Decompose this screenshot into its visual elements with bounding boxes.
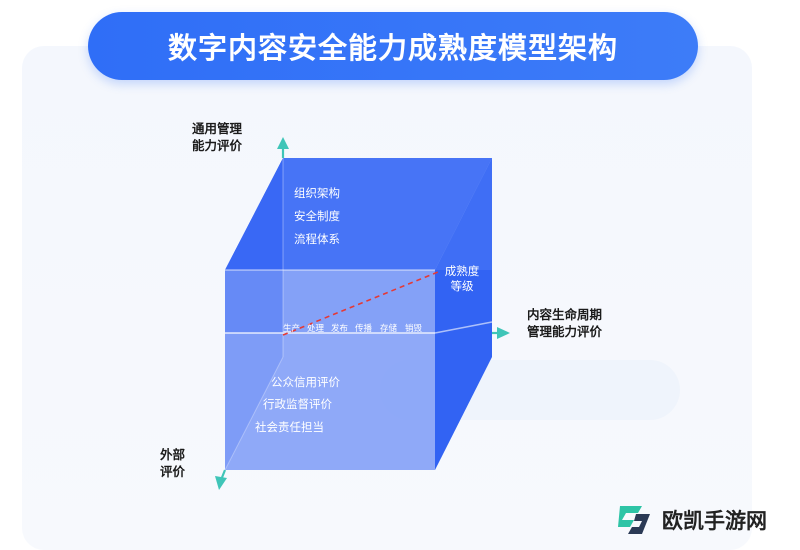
lifecycle-stage: 发布	[331, 324, 349, 334]
lifecycle-stage: 销毁	[405, 324, 423, 334]
lifecycle-stage: 生产	[283, 324, 301, 334]
back-bottom-edge	[224, 356, 284, 471]
external-axis-label-line2: 评价	[160, 464, 186, 479]
external-item: 公众信用评价	[271, 375, 340, 389]
external-item: 行政监督评价	[263, 397, 332, 411]
cube-back-panel	[283, 158, 492, 270]
vertical-axis-label: 通用管理 能力评价	[192, 120, 242, 154]
lifecycle-stage: 存储	[380, 324, 398, 334]
general-item: 流程体系	[294, 232, 340, 246]
watermark-logo-icon	[618, 506, 650, 534]
vertical-axis-label-line1: 通用管理	[192, 121, 243, 136]
general-item: 组织架构	[294, 186, 340, 200]
external-axis-label: 外部 评价	[160, 446, 185, 480]
middle-edge-line-right	[434, 321, 493, 334]
diagram-title: 数字内容安全能力成熟度模型架构	[167, 31, 618, 65]
title-banner: 数字内容安全能力成熟度模型架构	[88, 12, 698, 80]
cube-lower-front	[225, 333, 435, 470]
horizontal-axis-arrowhead	[497, 327, 510, 339]
maturity-label-line2: 等级	[450, 279, 474, 293]
maturity-dashed-line	[282, 271, 439, 336]
watermark: 欧凯手游网	[612, 500, 767, 540]
cube-middle-band	[225, 270, 435, 333]
vertical-axis-label-line2: 能力评价	[192, 138, 243, 153]
vertical-axis-arrowhead	[277, 137, 289, 149]
maturity-label-line1: 成熟度	[444, 264, 480, 278]
external-axis-arrowhead	[215, 476, 227, 490]
horizontal-axis-label-line1: 内容生命周期	[527, 307, 603, 322]
general-item: 安全制度	[294, 209, 340, 223]
maturity-label: 成熟度 等级	[441, 264, 483, 294]
lifecycle-stage: 传播	[355, 324, 373, 334]
horizontal-axis-label-line2: 管理能力评价	[527, 324, 603, 339]
watermark-text: 欧凯手游网	[662, 509, 767, 533]
lifecycle-stage: 处理	[307, 324, 325, 334]
external-item: 社会责任担当	[255, 420, 324, 434]
horizontal-axis-label: 内容生命周期 管理能力评价	[527, 306, 602, 340]
external-axis-label-line1: 外部	[160, 447, 186, 462]
